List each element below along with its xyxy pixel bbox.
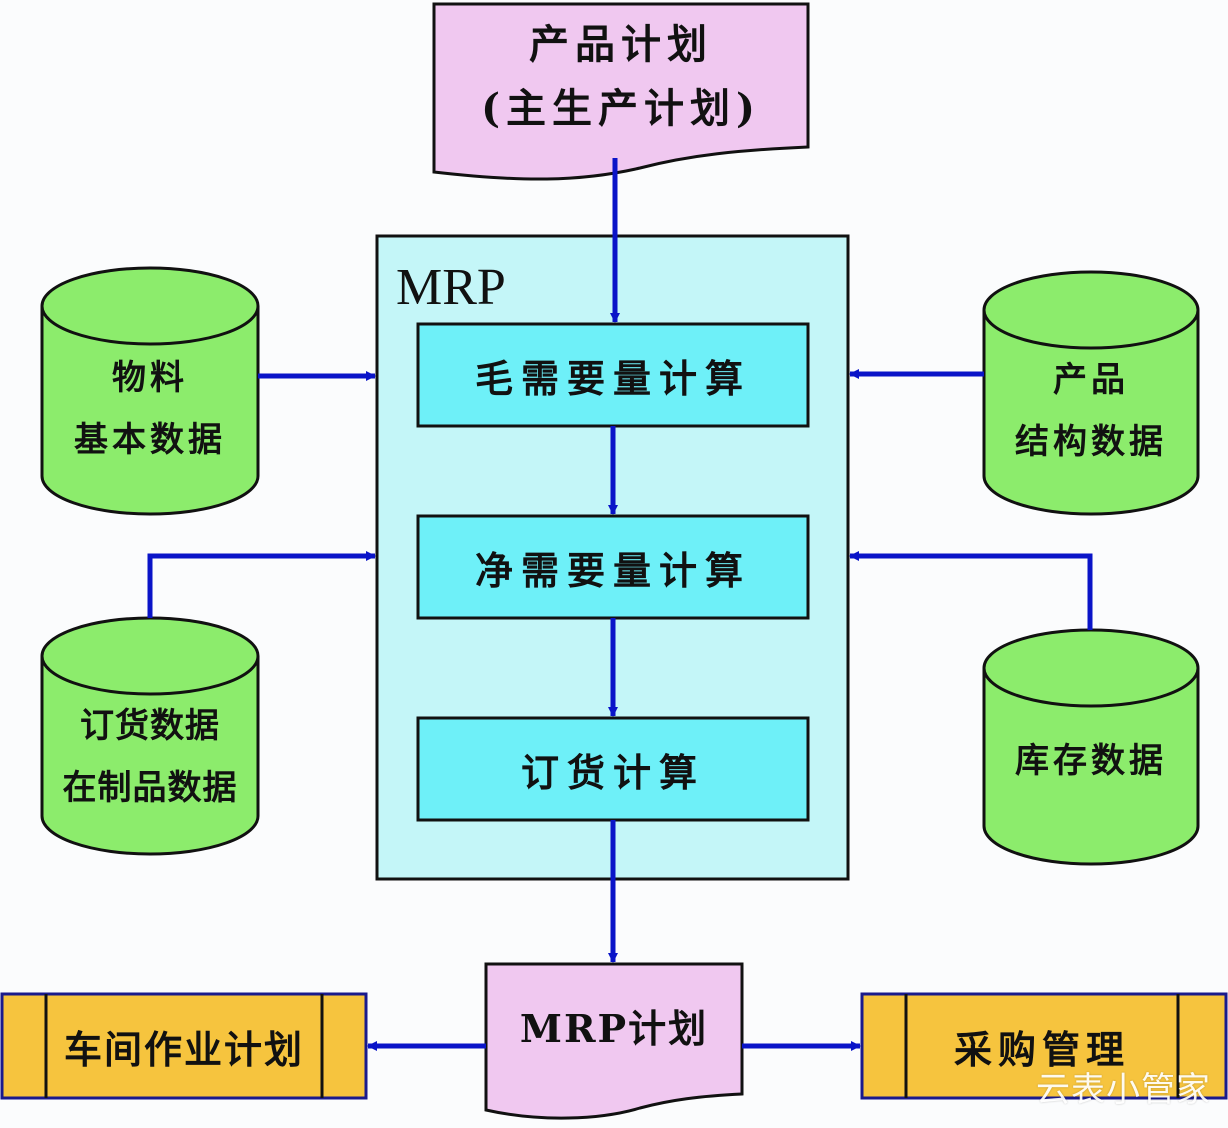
database-order-wip [40,616,260,856]
database-inventory [982,628,1200,866]
input-document-shape [432,2,810,181]
arrow-inventory-to-mrp [849,551,1093,630]
step-box-gross-requirements [416,322,810,428]
output-purchasing [860,992,1228,1100]
output-shop-floor-plan [0,992,368,1100]
mrp-container-title: MRP [396,259,506,316]
step-box-net-requirements [416,514,810,620]
step-box-order-calculation [416,716,810,822]
database-bom [982,270,1200,516]
output-document-shape [484,962,744,1120]
arrow-order-wip-to-mrp [147,551,376,618]
watermark: 云表小管家 [1036,1070,1211,1110]
database-material-master [40,266,260,516]
